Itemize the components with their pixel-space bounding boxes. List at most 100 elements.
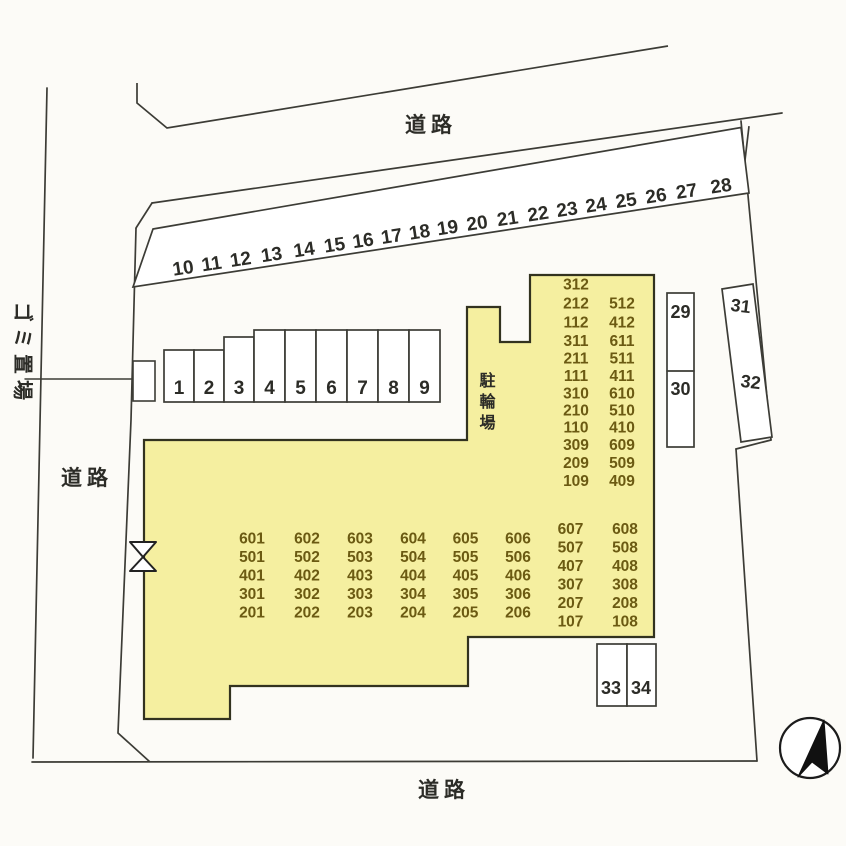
- room-203-label: 203: [347, 604, 373, 621]
- parking-space-6-label: 6: [326, 378, 337, 399]
- top-road-upper-edge: [136, 45, 669, 129]
- room-503-label: 503: [347, 549, 373, 566]
- parking-space-29-label: 29: [670, 302, 690, 322]
- room-404-label: 404: [400, 567, 426, 584]
- bicycle-parking-label-char: 場: [479, 414, 495, 432]
- room-206-label: 206: [505, 604, 531, 621]
- room-506-label: 506: [505, 549, 531, 566]
- room-306-label: 306: [505, 586, 531, 603]
- room-309-label: 309: [563, 437, 589, 454]
- room-603-label: 603: [347, 530, 373, 547]
- parking-space-21-label: 21: [496, 207, 520, 231]
- room-109-label: 109: [563, 473, 589, 490]
- room-210-label: 210: [563, 403, 589, 420]
- bicycle-parking-label-char: 輪: [479, 392, 496, 411]
- room-303-label: 303: [347, 586, 373, 603]
- room-510-label: 510: [609, 403, 635, 420]
- parking-space-23-label: 23: [555, 198, 579, 222]
- parking-space-20-label: 20: [465, 212, 489, 236]
- parking-space-34-label: 34: [631, 678, 651, 698]
- parking-space-18-label: 18: [408, 221, 432, 245]
- parking-space-16-label: 16: [351, 229, 375, 253]
- room-611-label: 611: [609, 333, 634, 350]
- parking-space-12-label: 12: [229, 248, 253, 272]
- left-road-edge: [32, 87, 48, 759]
- parking-space-5: [284, 329, 317, 403]
- room-408-label: 408: [612, 558, 638, 575]
- room-208-label: 208: [612, 595, 638, 612]
- hourglass-icon: [129, 556, 157, 572]
- parking-space-7-label: 7: [357, 378, 368, 399]
- room-305-label: 305: [453, 586, 479, 603]
- room-509-label: 509: [609, 455, 635, 472]
- room-205-label: 205: [453, 604, 479, 621]
- room-311-label: 311: [563, 333, 588, 350]
- room-212-label: 212: [563, 296, 589, 313]
- room-209-label: 209: [563, 455, 589, 472]
- parking-strip-outline: [131, 126, 750, 289]
- room-110-label: 110: [563, 420, 588, 437]
- room-402-label: 402: [294, 567, 320, 584]
- parking-space-1-label: 1: [174, 378, 185, 399]
- site-west-boundary: [117, 227, 151, 763]
- site-east-boundary-lower: [735, 448, 758, 762]
- room-609-label: 609: [609, 437, 635, 454]
- parking-space-11-label: 11: [200, 252, 223, 276]
- room-411-label: 411: [609, 368, 634, 385]
- room-207-label: 207: [558, 595, 584, 612]
- room-511-label: 511: [609, 351, 634, 368]
- north-arrow-pointer: [797, 719, 829, 778]
- room-308-label: 308: [612, 577, 638, 594]
- room-508-label: 508: [612, 540, 638, 557]
- parking-box-31-32: [721, 283, 773, 443]
- north-arrow-circle: [778, 716, 842, 780]
- parking-space-14-label: 14: [292, 238, 316, 262]
- site-east-boundary-jog: [735, 439, 772, 450]
- parking-space-15-label: 15: [323, 234, 347, 258]
- room-502-label: 502: [294, 549, 320, 566]
- room-211-label: 211: [563, 351, 588, 368]
- room-108-label: 108: [612, 614, 638, 631]
- room-401-label: 401: [239, 567, 265, 584]
- room-301-label: 301: [239, 586, 265, 603]
- room-604-label: 604: [400, 530, 426, 547]
- parking-space-32-label: 32: [740, 371, 762, 393]
- room-610-label: 610: [609, 386, 635, 403]
- room-409-label: 409: [609, 473, 635, 490]
- room-111-label: 111: [564, 368, 589, 385]
- garbage-area-label: ゴミ置場: [11, 302, 35, 406]
- parking-space-2-label: 2: [204, 378, 215, 399]
- room-112-label: 112: [563, 315, 588, 332]
- room-412-label: 412: [609, 315, 635, 332]
- room-304-label: 304: [400, 586, 426, 603]
- room-407-label: 407: [558, 558, 584, 575]
- parking-space-22-label: 22: [526, 203, 550, 227]
- parking-space-33: [596, 643, 628, 707]
- room-505-label: 505: [453, 549, 479, 566]
- room-307-label: 307: [558, 577, 584, 594]
- parking-east-column: [666, 292, 695, 448]
- room-504-label: 504: [400, 549, 426, 566]
- room-507-label: 507: [558, 540, 584, 557]
- room-501-label: 501: [239, 549, 265, 566]
- parking-space-24-label: 24: [584, 194, 608, 218]
- road-label-left: 道路: [61, 466, 113, 490]
- room-310-label: 310: [563, 386, 589, 403]
- site-north-boundary: [151, 112, 783, 204]
- parking-space-13-label: 13: [260, 243, 284, 267]
- road-label-top: 道路: [405, 113, 457, 137]
- parking-space-4-label: 4: [264, 378, 275, 399]
- parking-space-27-label: 27: [675, 180, 699, 204]
- parking-space-31-label: 31: [730, 295, 752, 317]
- room-606-label: 606: [505, 530, 531, 547]
- parking-box-29-30: [666, 292, 695, 448]
- room-410-label: 410: [609, 420, 635, 437]
- parking-space-30-label: 30: [670, 379, 690, 399]
- room-204-label: 204: [400, 604, 426, 621]
- parking-south-pair: [596, 643, 657, 707]
- garbage-box: [132, 360, 156, 402]
- room-405-label: 405: [453, 567, 479, 584]
- parking-space-7: [346, 329, 379, 403]
- parking-space-8: [377, 329, 410, 403]
